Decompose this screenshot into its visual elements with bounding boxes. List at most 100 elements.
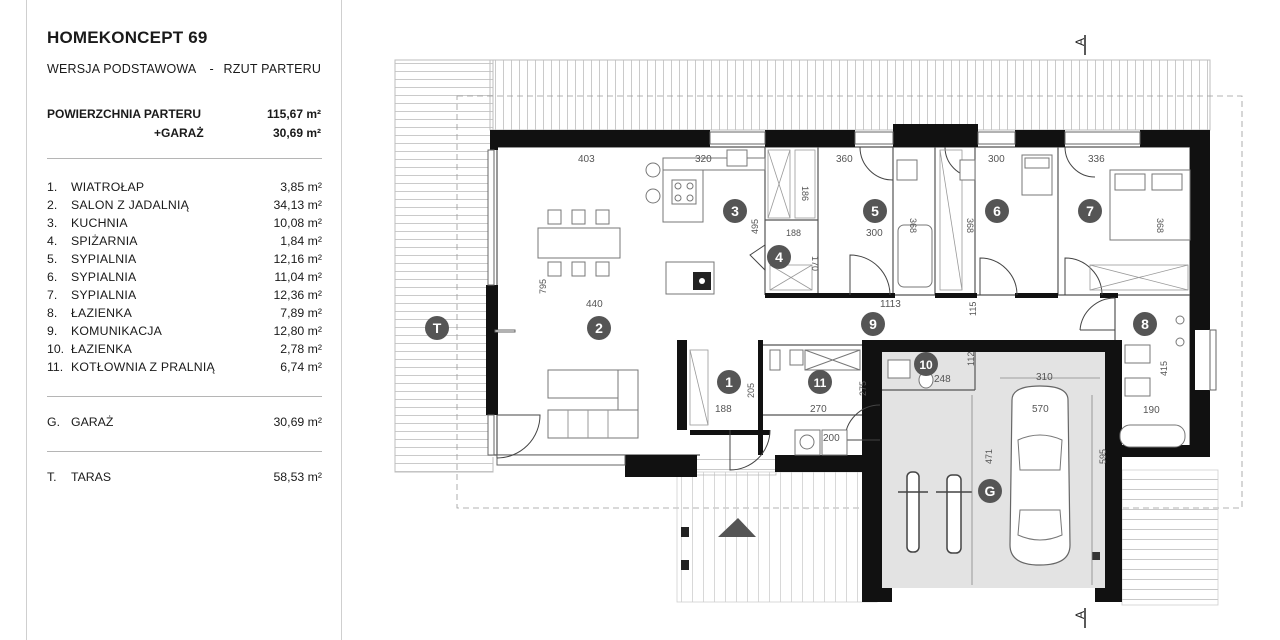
room-badge-label: 6: [993, 203, 1001, 219]
room-area: 6,74 m²: [280, 360, 322, 374]
room-badge-circle: [863, 199, 887, 223]
room-badge: G: [978, 479, 1002, 503]
room-badge: 7: [1078, 199, 1102, 223]
dim-label: 415: [1159, 361, 1169, 376]
garage-name: GARAŻ: [71, 415, 114, 429]
floor-area-label: POWIERZCHNIA PARTERU: [47, 107, 201, 121]
room-badge-circle: [1133, 312, 1157, 336]
svg-text:A: A: [1073, 611, 1087, 619]
dim-label: 1113: [880, 299, 901, 310]
dim-label: 595: [1098, 449, 1108, 464]
dim-label: 300: [866, 228, 883, 239]
room-badge-label: 9: [869, 316, 877, 332]
terrace-row: T. TARAS 58,53 m²: [47, 470, 322, 484]
garage-dim-lines: [971, 377, 1100, 585]
room-area: 12,16 m²: [273, 252, 322, 266]
room-badge: 2: [587, 316, 611, 340]
floor-area-row: POWIERZCHNIA PARTERU 115,67 m²: [47, 107, 321, 126]
terrace-posts: [681, 527, 689, 570]
room-badge: 10: [914, 352, 938, 376]
room-area: 7,89 m²: [280, 306, 322, 320]
room-badge-circle: [861, 312, 885, 336]
dim-label: 205: [746, 383, 756, 398]
room-area: 12,80 m²: [273, 324, 322, 338]
room-area: 10,08 m²: [273, 216, 322, 230]
room-area: 1,84 m²: [280, 234, 322, 248]
room-area: 3,85 m²: [280, 180, 322, 194]
dim-label: 186: [800, 186, 810, 201]
divider: [47, 158, 322, 159]
divider: [47, 451, 322, 452]
room-no: 2.: [47, 198, 58, 212]
dim-label: 368: [908, 218, 918, 233]
garage-no: G.: [47, 415, 60, 429]
dim-label: 270: [810, 404, 827, 415]
version-label: WERSJA PODSTAWOWA: [47, 62, 196, 76]
room-no: 5.: [47, 252, 58, 266]
garage-row: G. GARAŻ 30,69 m²: [47, 415, 322, 429]
room-no: 11.: [47, 360, 64, 374]
room-badge: 1: [717, 370, 741, 394]
room-name: SPIŻARNIA: [71, 234, 138, 248]
room-badge-circle: [425, 316, 449, 340]
wardrobes: [689, 149, 1189, 426]
room-name: ŁAZIENKA: [71, 342, 133, 356]
dim-label: 368: [965, 218, 975, 233]
room-row: 5. SYPIALNIA 12,16 m²: [47, 250, 322, 268]
room-name: SYPIALNIA: [71, 252, 137, 266]
room-badge-label: 5: [871, 203, 879, 219]
room-badge-circle: [1078, 199, 1102, 223]
room-badge: 9: [861, 312, 885, 336]
roof-outline: [394, 59, 1243, 509]
room-no: 8.: [47, 306, 58, 320]
terrace-no: T.: [47, 470, 57, 484]
room-badge-circle: [985, 199, 1009, 223]
room-badge-label: 11: [814, 376, 827, 390]
room-no: 9.: [47, 324, 58, 338]
dim-label: 403: [578, 154, 595, 165]
room-badge: 4: [767, 245, 791, 269]
dim-label: 310: [1036, 372, 1053, 383]
dim-label: 368: [1155, 218, 1165, 233]
section-marker-top: A: [1073, 35, 1087, 55]
room-badge: 5: [863, 199, 887, 223]
room-badge-circle: [808, 370, 832, 394]
room-badge-label: 7: [1086, 203, 1094, 219]
room-badge-label: 10: [919, 358, 933, 372]
room-badge-circle: [978, 479, 1002, 503]
room-name: SALON Z JADALNIĄ: [71, 198, 190, 212]
living-sofa: [547, 369, 639, 439]
beds: [896, 154, 1191, 241]
room-area: 12,36 m²: [273, 288, 322, 302]
project-subtitle: WERSJA PODSTAWOWA - RZUT PARTERU: [47, 62, 322, 76]
room-area: 34,13 m²: [273, 198, 322, 212]
dim-label: 360: [836, 154, 853, 165]
room-badge-circle: [767, 245, 791, 269]
room-name: SYPIALNIA: [71, 288, 137, 302]
room-area: 2,78 m²: [280, 342, 322, 356]
kitchen-units: [645, 149, 766, 295]
room-area: 11,04 m²: [274, 270, 322, 284]
dim-label: 112: [966, 352, 976, 366]
project-title: HOMEKONCEPT 69: [47, 28, 208, 47]
room-no: 1.: [47, 180, 58, 194]
room-badge-label: 4: [775, 249, 783, 265]
dim-label: 471: [984, 449, 994, 464]
room-badge-label: G: [985, 483, 996, 499]
room-badge-label: 1: [725, 374, 733, 390]
terrace-name: TARAS: [71, 470, 112, 484]
area-summary: POWIERZCHNIA PARTERU 115,67 m² +GARAŻ 30…: [47, 107, 321, 145]
dim-label: 170: [810, 256, 820, 271]
room-badge-label: T: [433, 320, 442, 336]
dim-label: 300: [988, 154, 1005, 165]
dim-label: 188: [786, 228, 801, 238]
terrace-area: 58,53 m²: [273, 470, 322, 484]
